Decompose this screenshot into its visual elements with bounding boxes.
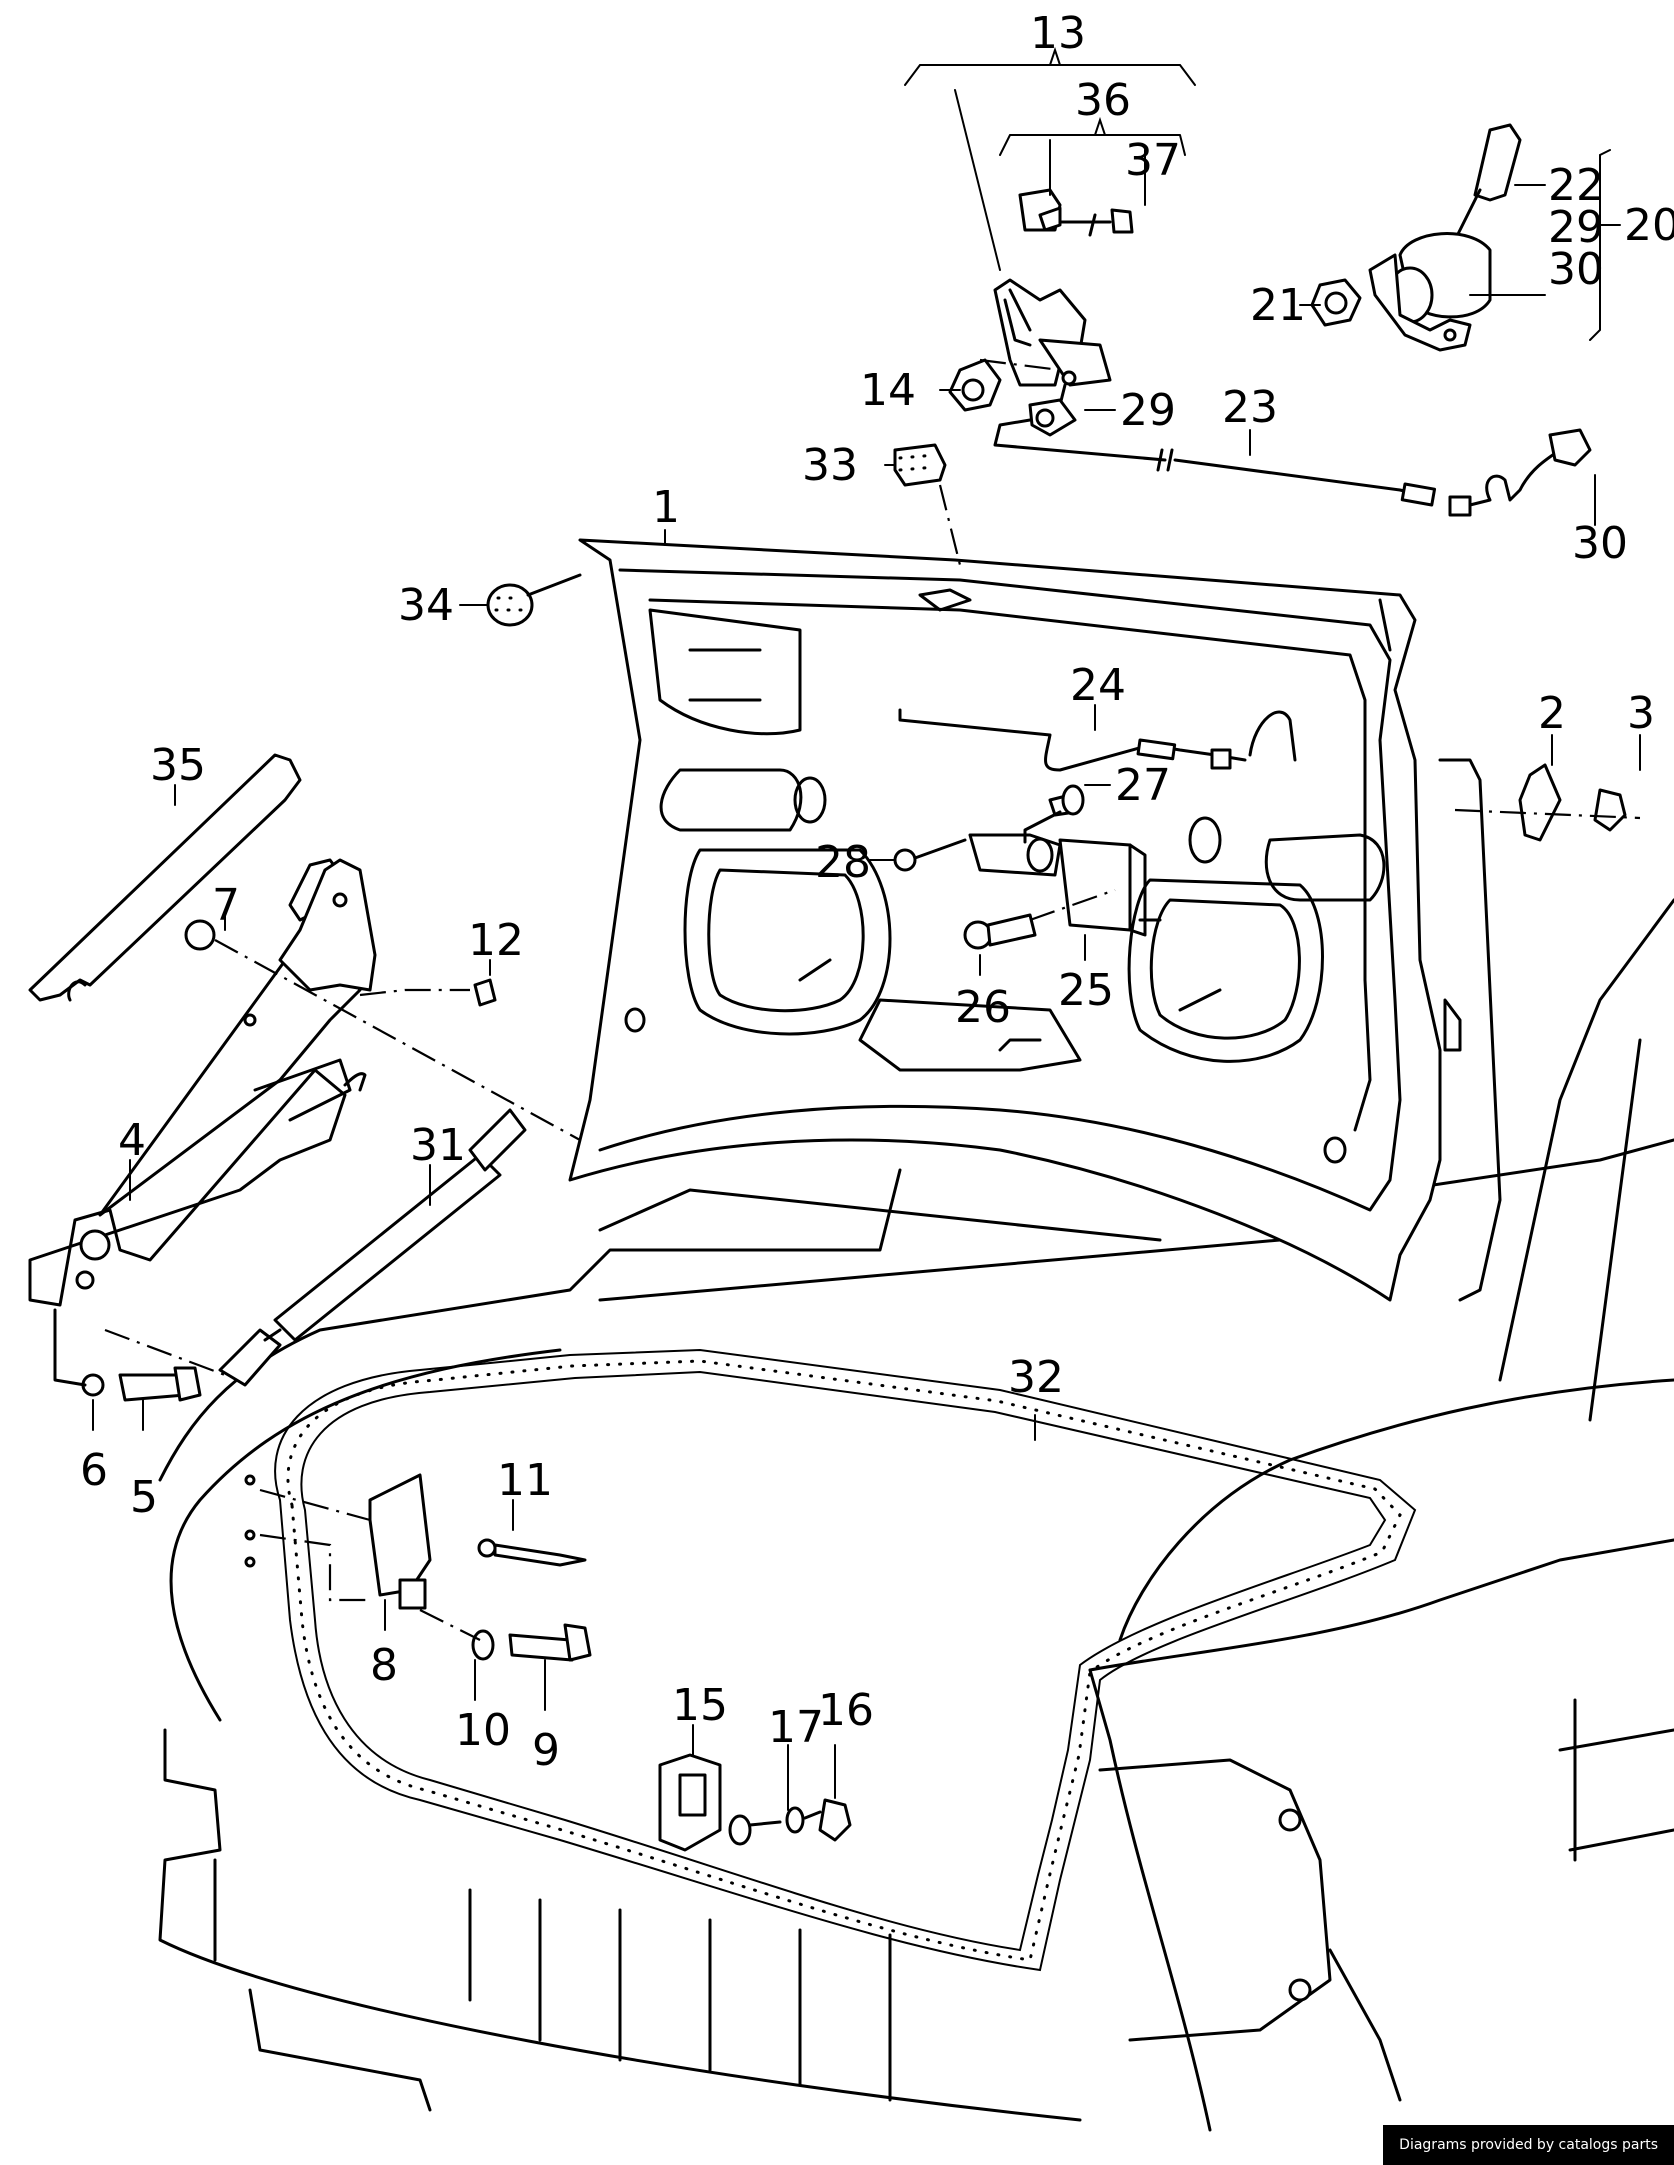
diagram-credit: Diagrams provided by catalogs parts: [1383, 2125, 1674, 2165]
callout-4[interactable]: 4: [118, 1115, 146, 1166]
callout-labels: 1 2 3 4 5 6 7 8 9 10 11 12 13 14 15 16 1…: [80, 8, 1674, 1776]
car-body: [158, 898, 1674, 2132]
callout-8[interactable]: 8: [370, 1640, 398, 1691]
callout-13[interactable]: 13: [1030, 8, 1086, 59]
callout-9[interactable]: 9: [532, 1725, 560, 1776]
lock-striker-15: [658, 1753, 852, 1852]
trunk-seal-32: [274, 1348, 1417, 1972]
callout-28[interactable]: 28: [815, 837, 871, 888]
callout-10[interactable]: 10: [455, 1705, 511, 1756]
callout-2[interactable]: 2: [1538, 688, 1566, 739]
callout-12[interactable]: 12: [468, 915, 524, 966]
callout-35[interactable]: 35: [150, 740, 206, 791]
callout-21[interactable]: 21: [1250, 280, 1306, 331]
callout-11[interactable]: 11: [497, 1455, 553, 1506]
callout-29-latch[interactable]: 29: [1120, 385, 1176, 436]
callout-3[interactable]: 3: [1627, 688, 1655, 739]
callout-33[interactable]: 33: [802, 440, 858, 491]
trunk-lid-1: [568, 538, 1502, 1302]
lock-actuator-25: [893, 784, 1162, 950]
callout-32[interactable]: 32: [1008, 1352, 1064, 1403]
callout-24[interactable]: 24: [1070, 660, 1126, 711]
striker-8: [244, 1473, 592, 1662]
callout-25[interactable]: 25: [1058, 965, 1114, 1016]
callout-30-rod[interactable]: 30: [1572, 518, 1628, 569]
callout-29-lock[interactable]: 29: [1548, 202, 1604, 253]
buffer-33: [893, 443, 962, 566]
callout-1[interactable]: 1: [652, 482, 680, 533]
bracket-2: [1454, 763, 1641, 842]
callout-27[interactable]: 27: [1115, 760, 1171, 811]
callout-34[interactable]: 34: [398, 580, 454, 631]
callout-26[interactable]: 26: [955, 982, 1011, 1033]
operating-rod-23: [993, 418, 1592, 517]
callout-23[interactable]: 23: [1222, 382, 1278, 433]
callout-37[interactable]: 37: [1125, 135, 1181, 186]
gas-strut-31: [104, 1108, 527, 1387]
hinge-fasteners: [53, 919, 581, 1402]
callout-36[interactable]: 36: [1075, 75, 1131, 126]
leader-lines: [92, 46, 1641, 1811]
hinge-4: [28, 858, 377, 1307]
callout-22[interactable]: 22: [1548, 160, 1604, 211]
callout-20[interactable]: 20: [1624, 200, 1674, 251]
callout-7[interactable]: 7: [212, 880, 240, 931]
callout-14[interactable]: 14: [860, 365, 916, 416]
lock-cylinder-20: [1310, 123, 1522, 352]
callout-5[interactable]: 5: [130, 1472, 158, 1523]
grommet-34: [486, 573, 582, 627]
callout-17[interactable]: 17: [768, 1702, 824, 1753]
callout-30-lock[interactable]: 30: [1548, 244, 1604, 295]
callout-6[interactable]: 6: [80, 1445, 108, 1496]
release-cable-24: [898, 708, 1297, 772]
latch-assembly-13: [948, 188, 1134, 437]
callout-31[interactable]: 31: [410, 1120, 466, 1171]
hinge-arm-35: [28, 753, 302, 1002]
callout-15[interactable]: 15: [672, 1680, 728, 1731]
callout-16[interactable]: 16: [818, 1685, 874, 1736]
